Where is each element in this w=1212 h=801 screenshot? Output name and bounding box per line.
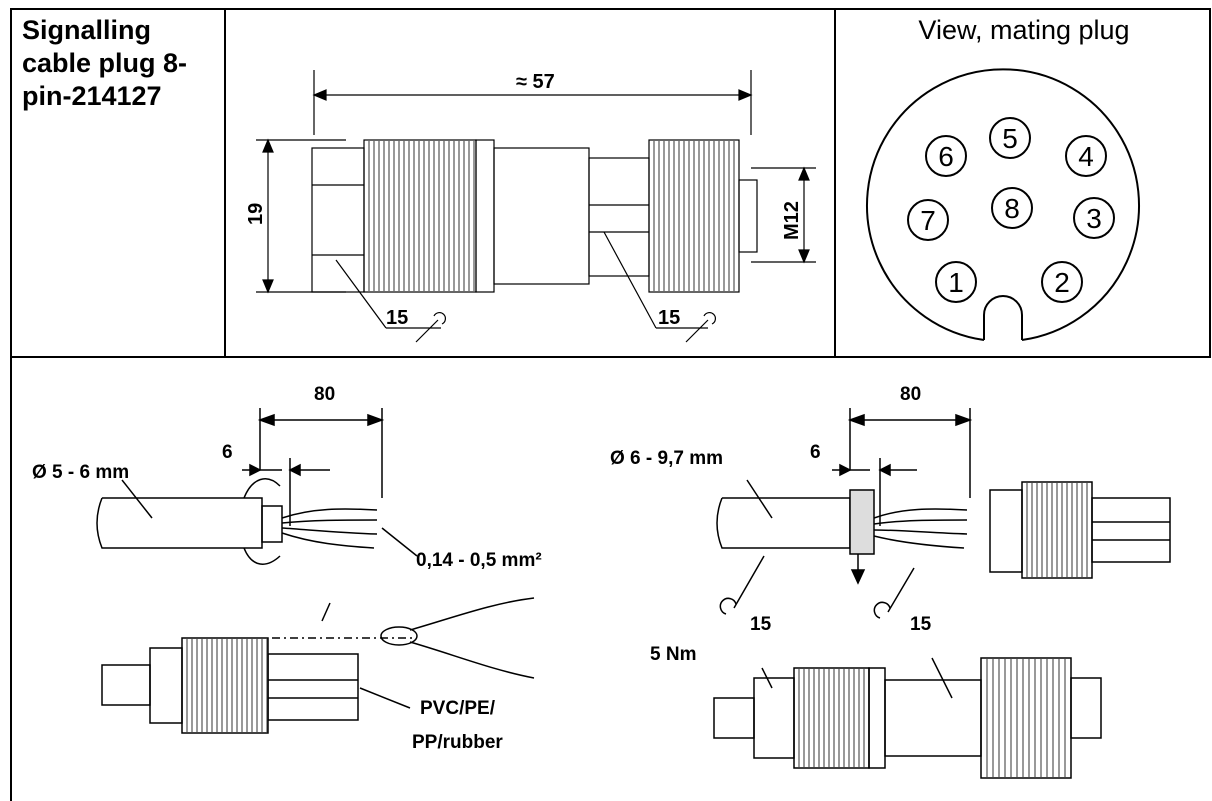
pin-number: 6	[938, 141, 954, 172]
pin-number: 3	[1086, 203, 1102, 234]
left-material-line2: PP/rubber	[412, 732, 503, 753]
product-title: Signalling cable plug 8-pin-214127	[22, 15, 188, 111]
pin-view-label: View, mating plug	[918, 15, 1130, 45]
wrench-size-left: 15	[386, 307, 408, 329]
pin-circle	[1065, 135, 1107, 177]
table-border-right	[1209, 8, 1211, 358]
plug-dimension-drawing: ≈ 57 19 M12 15 15	[245, 70, 816, 343]
pin-number: 2	[1054, 267, 1070, 298]
left-wire-section: 0,14 - 0,5 mm²	[416, 550, 542, 571]
left-strip-length: 80	[314, 384, 335, 405]
right-jacket-length: 6	[810, 442, 821, 463]
pin-circle	[991, 187, 1033, 229]
pin-circle	[907, 199, 949, 241]
thread-dimension-label: M12	[781, 201, 803, 240]
key-notch	[983, 295, 1023, 340]
table-col-divider-1	[224, 8, 226, 358]
length-dimension-label: ≈ 57	[516, 71, 555, 93]
pin-number: 4	[1078, 141, 1094, 172]
right-wrench-left: 15	[750, 614, 772, 635]
right-torque: 5 Nm	[650, 644, 696, 665]
plug-face-outline	[866, 68, 1140, 341]
pin-circle	[989, 117, 1031, 159]
left-material-line1: PVC/PE/	[420, 698, 496, 719]
pin-circle	[1041, 261, 1083, 303]
table-row-divider	[10, 356, 1211, 358]
pin-number: 7	[920, 205, 936, 236]
pin-circle	[935, 261, 977, 303]
table-border-left	[10, 8, 12, 358]
pin-circle	[925, 135, 967, 177]
pin-circle	[1073, 197, 1115, 239]
pin-number: 8	[1004, 193, 1020, 224]
right-cable-diameter: Ø 6 - 9,7 mm	[610, 448, 723, 469]
right-strip-length: 80	[900, 384, 921, 405]
right-wrench-right: 15	[910, 614, 932, 635]
lower-section-left-border	[10, 356, 12, 801]
assembly-drawing: 80 6 Ø 5 - 6 mm 0,14 - 0,5 mm² PVC/PE/ P…	[32, 384, 1171, 779]
left-cable-diameter: Ø 5 - 6 mm	[32, 462, 129, 483]
pin-number: 5	[1002, 123, 1018, 154]
pin-view-diagram: 1 2 3 4 5 6 7 8	[866, 68, 1140, 341]
left-jacket-length: 6	[222, 442, 233, 463]
table-col-divider-2	[834, 8, 836, 358]
pin-number: 1	[948, 267, 964, 298]
table-border-top	[10, 8, 1211, 10]
height-dimension-label: 19	[245, 203, 267, 225]
wrench-size-right: 15	[658, 307, 680, 329]
